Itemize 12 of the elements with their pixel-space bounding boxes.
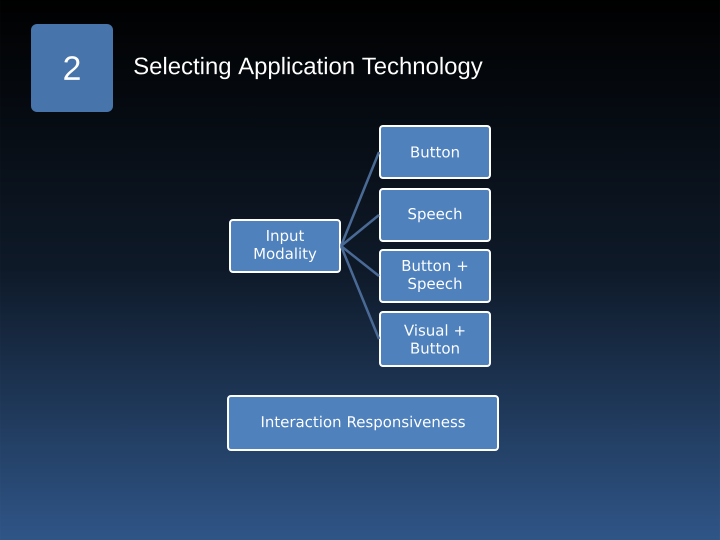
- number-badge: 2: [31, 24, 113, 112]
- process-box: Interaction Responsiveness: [227, 395, 499, 451]
- slide-title: Selecting Application Technology: [134, 56, 483, 80]
- connector-line: [340, 152, 380, 246]
- process-box: Visual + Button: [379, 311, 491, 367]
- connector-line: [340, 214, 380, 247]
- process-box: Input Modality: [229, 219, 341, 273]
- process-box: Button: [379, 125, 491, 179]
- process-box: Button + Speech: [379, 249, 491, 303]
- connector-line: [340, 246, 380, 340]
- process-box: Speech: [379, 188, 491, 242]
- connector-line: [340, 245, 380, 277]
